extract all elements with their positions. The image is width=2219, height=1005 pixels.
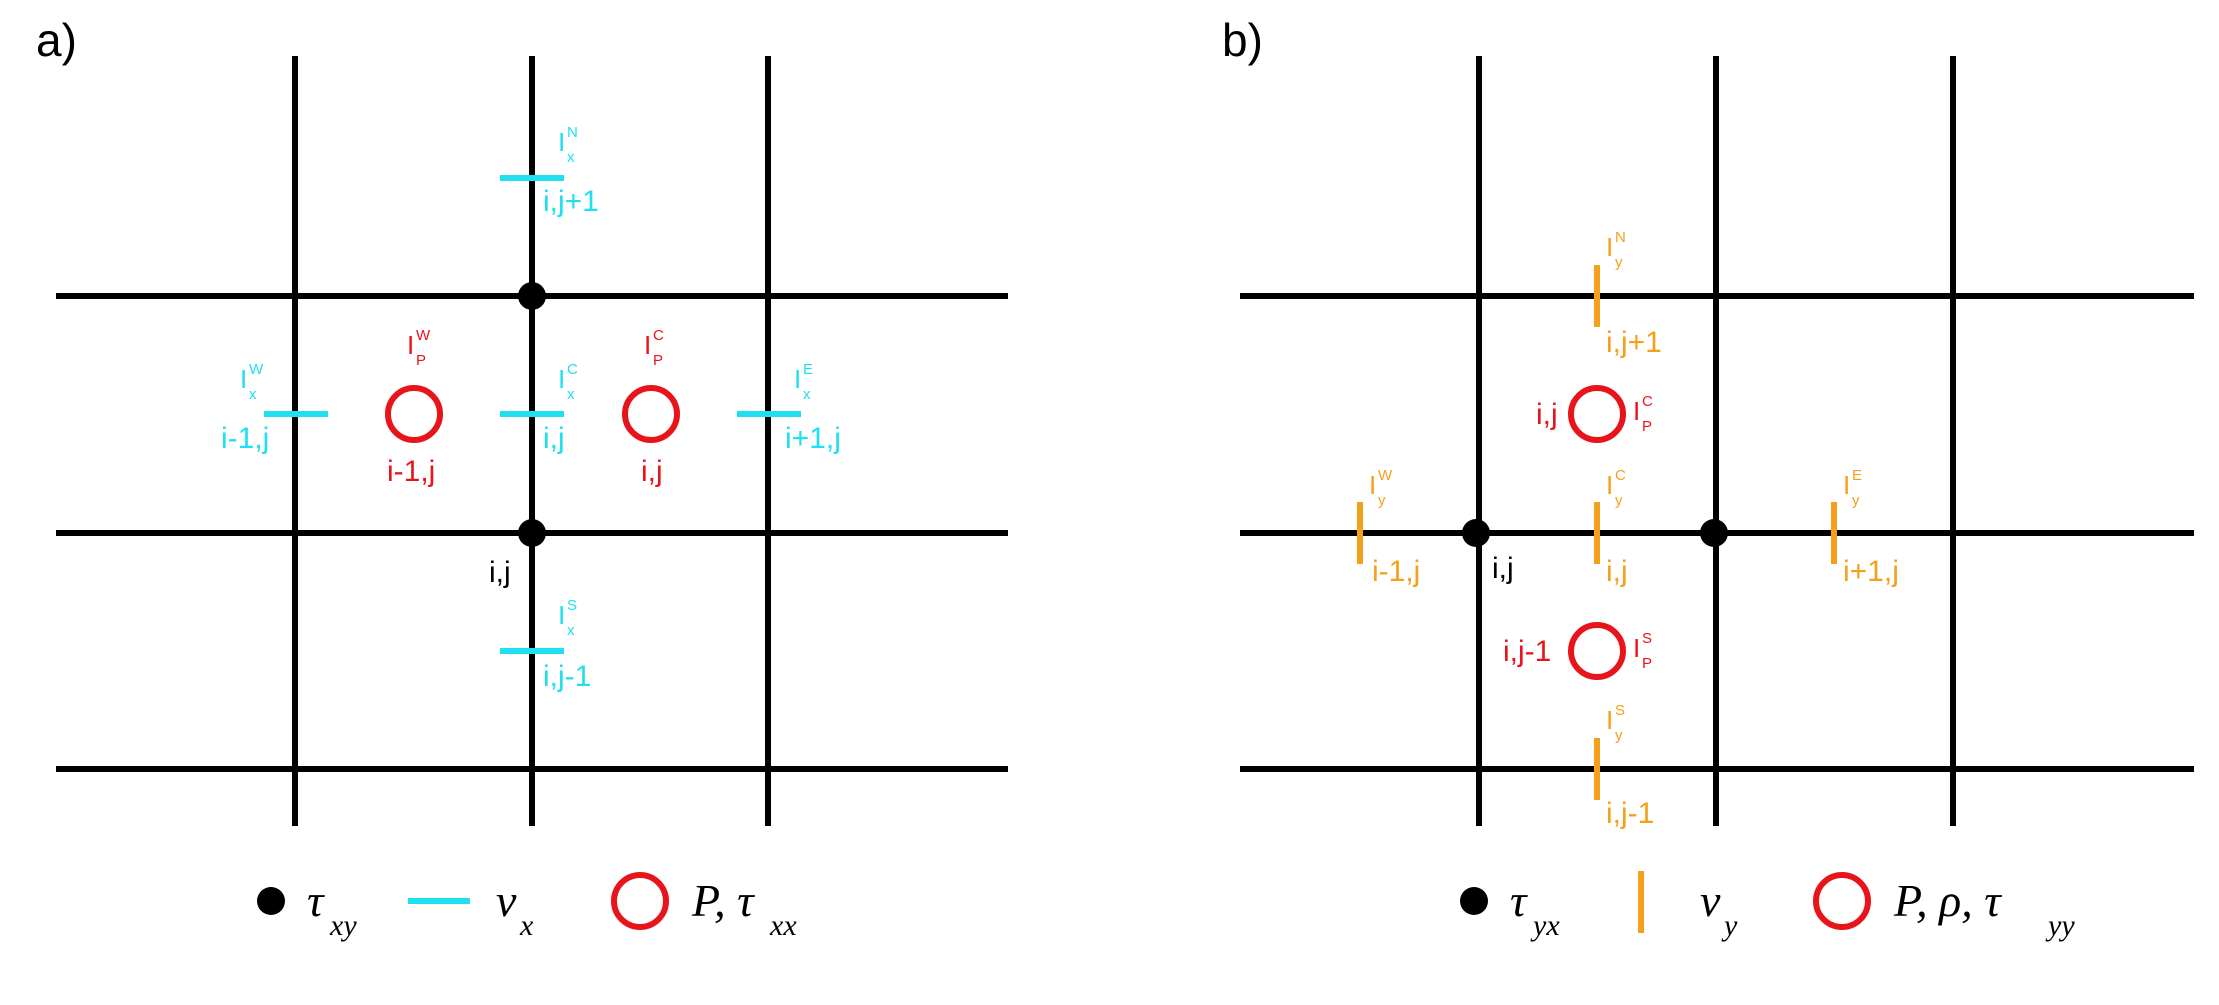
vy-center-sub: y	[1615, 492, 1623, 509]
pressure-marker-west	[385, 385, 443, 443]
vy-west-index: i-1,j	[1372, 555, 1420, 588]
legend-pressure-subscript: yy	[2045, 909, 2075, 942]
vy-west-label: I	[1369, 470, 1376, 500]
vx-center-sup: C	[567, 361, 578, 378]
vx-east-sub: x	[803, 386, 811, 403]
vx-west-sup: W	[249, 361, 264, 378]
vx-south-sub: x	[567, 622, 575, 639]
legend-vx-symbol: v	[496, 875, 517, 926]
panel-a-grid	[56, 56, 1008, 826]
panel-b-legend: τ yx v y P, ρ, τ yy	[1460, 871, 2075, 942]
vx-east-label: I	[794, 364, 801, 394]
p-south-label: I	[1633, 633, 1640, 663]
p-center-sup: C	[1642, 393, 1653, 410]
vy-east-sup: E	[1852, 467, 1862, 484]
panel-b: b) i,j I N y i,j+1 I W	[1222, 14, 2194, 942]
vx-center-index: i,j	[543, 422, 565, 455]
vy-north-sub: y	[1615, 254, 1623, 271]
legend-node-icon	[257, 887, 285, 915]
legend-pressure-subscript: xx	[769, 909, 797, 942]
vy-center-label: I	[1606, 470, 1613, 500]
legend-pressure-symbol: P, τ	[691, 875, 755, 926]
vx-east-sup: E	[803, 361, 813, 378]
p-west-sup: W	[416, 327, 431, 344]
legend-vx-subscript: x	[519, 909, 534, 942]
vx-labels: I N x i,j+1 I W x i-1,j I C x i,j I E x …	[221, 124, 841, 693]
vx-center-label: I	[558, 364, 565, 394]
vy-west-sup: W	[1378, 467, 1393, 484]
vy-center-index: i,j	[1606, 555, 1628, 588]
shear-stress-node	[1462, 519, 1490, 547]
pressure-labels: I W P i-1,j I C P i,j	[387, 327, 664, 488]
vx-north-index: i,j+1	[543, 185, 599, 218]
pressure-marker-center	[1568, 385, 1626, 443]
vx-south-label: I	[558, 600, 565, 630]
vx-west-index: i-1,j	[221, 422, 269, 455]
p-center-label: I	[644, 330, 651, 360]
legend-node-subscript: yx	[1530, 909, 1560, 942]
vx-center-sub: x	[567, 386, 575, 403]
p-center-sub: P	[653, 352, 663, 369]
shear-stress-node	[518, 282, 546, 310]
p-center-sub: P	[1642, 418, 1652, 435]
vx-north-sup: N	[567, 124, 578, 141]
vy-markers	[1357, 265, 1837, 800]
p-west-sub: P	[416, 352, 426, 369]
legend-node-symbol: τ	[307, 875, 325, 926]
vy-south-sup: S	[1615, 702, 1625, 719]
legend-vy-symbol: v	[1700, 875, 1721, 926]
shear-stress-node	[1700, 519, 1728, 547]
pressure-labels: i,j I C P i,j-1 I S P	[1503, 393, 1653, 672]
vy-south-label: I	[1606, 705, 1613, 735]
pressure-marker-south	[1568, 622, 1626, 680]
legend-vy-subscript: y	[1721, 909, 1738, 942]
legend-pressure-icon	[611, 872, 669, 930]
pressure-marker-center	[622, 385, 680, 443]
p-south-sub: P	[1642, 655, 1652, 672]
vy-east-sub: y	[1852, 492, 1860, 509]
p-south-sup: S	[1642, 630, 1652, 647]
vy-west-sub: y	[1378, 492, 1386, 509]
panel-a: a) i,j I N x i,j+1 I W	[36, 14, 1008, 942]
vx-markers	[264, 175, 801, 654]
vy-labels: I N y i,j+1 I W y i-1,j I C y i,j I E y …	[1369, 229, 1899, 830]
p-center-index: i,j	[641, 455, 663, 488]
vy-south-sub: y	[1615, 727, 1623, 744]
p-west-label: I	[407, 330, 414, 360]
panel-b-grid	[1240, 56, 2194, 826]
shear-stress-node	[518, 519, 546, 547]
vx-south-index: i,j-1	[543, 660, 591, 693]
vx-north-sub: x	[567, 149, 575, 166]
vy-north-index: i,j+1	[1606, 326, 1662, 359]
vy-east-label: I	[1843, 470, 1850, 500]
vx-south-sup: S	[567, 597, 577, 614]
p-center-sup: C	[653, 327, 664, 344]
vy-north-label: I	[1606, 232, 1613, 262]
legend-pressure-symbol: P, ρ, τ	[1893, 875, 2002, 926]
legend-node-icon	[1460, 887, 1488, 915]
p-west-index: i-1,j	[387, 455, 435, 488]
vx-east-index: i+1,j	[785, 422, 841, 455]
vx-west-sub: x	[249, 386, 257, 403]
vx-north-label: I	[558, 127, 565, 157]
legend-pressure-icon	[1813, 872, 1871, 930]
legend-node-subscript: xy	[329, 909, 357, 942]
panel-a-label: a)	[36, 14, 77, 66]
vy-center-sup: C	[1615, 467, 1626, 484]
vx-west-label: I	[240, 364, 247, 394]
p-center-label: I	[1633, 396, 1640, 426]
node-index-label: i,j	[1492, 552, 1514, 585]
p-south-index: i,j-1	[1503, 635, 1551, 668]
panel-a-legend: τ xy v x P, τ xx	[257, 872, 797, 942]
vy-north-sup: N	[1615, 229, 1626, 246]
vy-east-index: i+1,j	[1843, 555, 1899, 588]
legend-node-symbol: τ	[1510, 875, 1528, 926]
panel-b-label: b)	[1222, 14, 1263, 66]
node-index-label: i,j	[489, 556, 511, 589]
vy-south-index: i,j-1	[1606, 797, 1654, 830]
p-center-index: i,j	[1536, 398, 1558, 431]
